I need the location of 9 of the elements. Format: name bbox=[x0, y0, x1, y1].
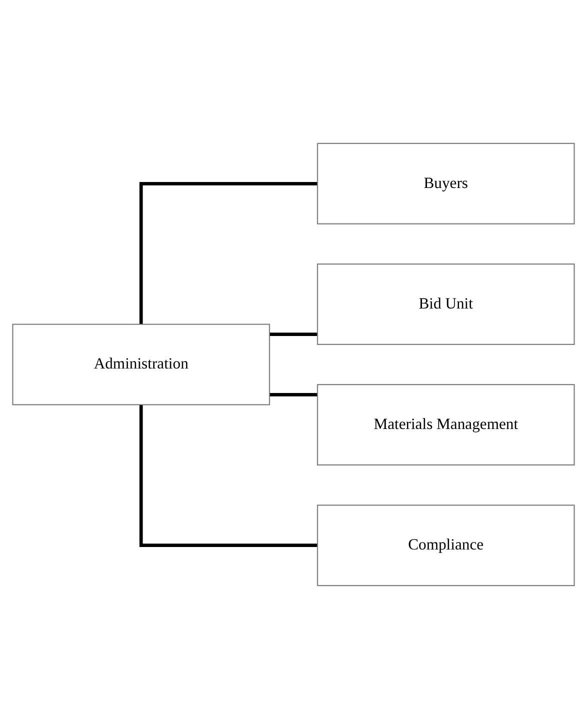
node-box: Materials Management bbox=[316, 384, 575, 466]
connector bbox=[270, 332, 318, 336]
node-box: Buyers bbox=[316, 142, 575, 224]
connector bbox=[139, 404, 318, 547]
node-box: Administration bbox=[12, 323, 270, 405]
connector bbox=[139, 181, 318, 324]
node-box: Compliance bbox=[316, 504, 575, 586]
connector bbox=[270, 392, 318, 396]
node-box: Bid Unit bbox=[316, 262, 575, 344]
